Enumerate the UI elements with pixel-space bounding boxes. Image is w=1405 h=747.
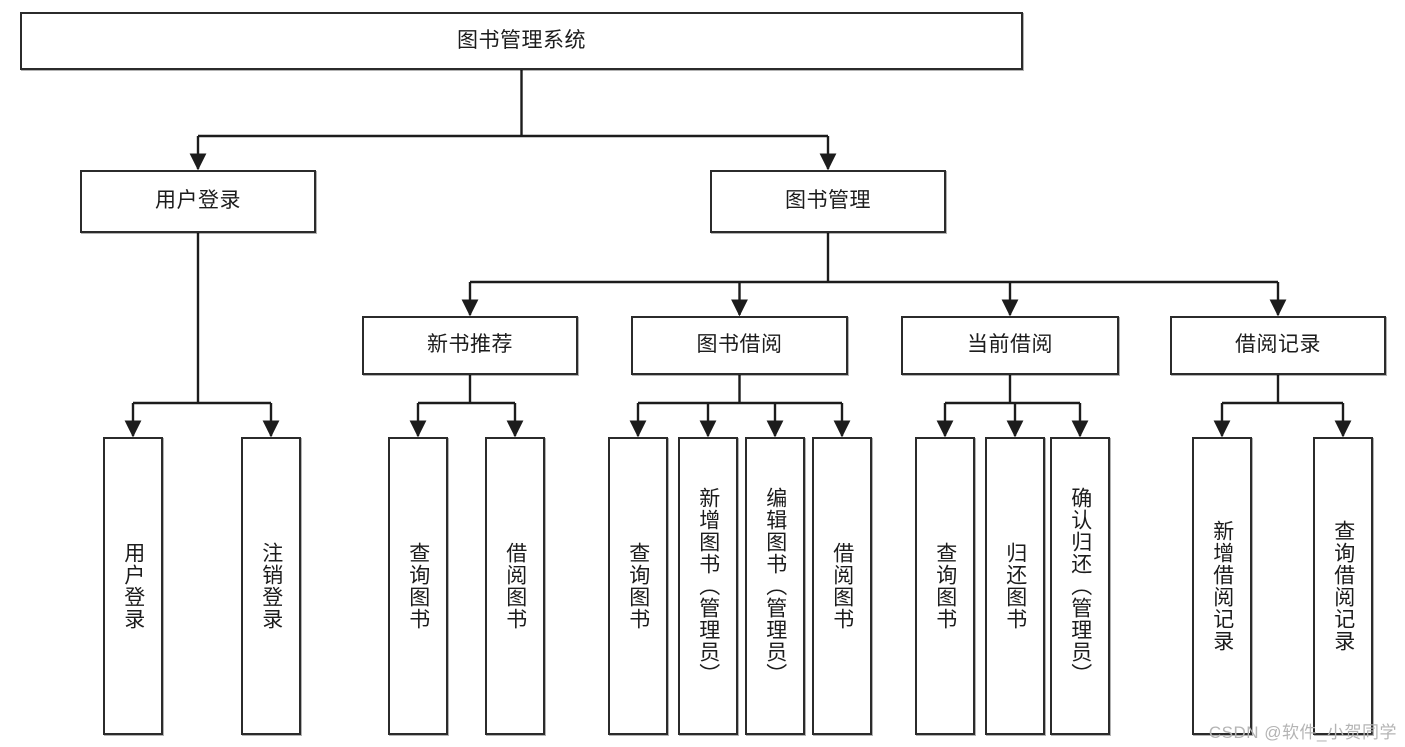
watermark-text: CSDN @软件_小贺同学 (1208, 723, 1397, 742)
node-leaf-qrec[interactable]: 查询借阅记录 (1313, 437, 1373, 735)
node-label: 图书管理 (785, 189, 871, 213)
node-leaf-logout[interactable]: 注销登录 (241, 437, 301, 735)
node-borrow-record[interactable]: 借阅记录 (1170, 316, 1386, 375)
node-label: 借阅记录 (1235, 333, 1321, 357)
node-leaf-q2[interactable]: 查询图书 (608, 437, 668, 735)
node-label: 注销登录 (259, 542, 283, 630)
node-label: 当前借阅 (967, 333, 1053, 357)
node-leaf-q1[interactable]: 查询图书 (388, 437, 448, 735)
node-label: 查询借阅记录 (1331, 520, 1355, 652)
node-leaf-confirm[interactable]: 确认归还（管理员） (1050, 437, 1110, 735)
node-label: 借阅图书 (503, 542, 527, 630)
node-label: 查询图书 (406, 542, 430, 630)
node-leaf-add[interactable]: 新增图书（管理员） (678, 437, 738, 735)
edge-paths (124, 70, 1352, 438)
node-label: 查询图书 (933, 542, 957, 630)
node-new-book-rec[interactable]: 新书推荐 (362, 316, 578, 375)
node-leaf-b2[interactable]: 借阅图书 (812, 437, 872, 735)
node-user-login[interactable]: 用户登录 (80, 170, 316, 233)
node-label: 用户登录 (155, 189, 241, 213)
node-leaf-login[interactable]: 用户登录 (103, 437, 163, 735)
node-label: 确认归还（管理员） (1068, 487, 1092, 685)
node-current-borrow[interactable]: 当前借阅 (901, 316, 1119, 375)
node-label: 图书借阅 (696, 333, 783, 357)
node-label: 图书管理系统 (457, 28, 586, 52)
node-label: 归还图书 (1003, 542, 1027, 630)
node-leaf-addrec[interactable]: 新增借阅记录 (1192, 437, 1252, 735)
node-label: 新书推荐 (427, 333, 513, 357)
node-leaf-return[interactable]: 归还图书 (985, 437, 1045, 735)
node-root[interactable]: 图书管理系统 (20, 12, 1023, 70)
node-leaf-edit[interactable]: 编辑图书（管理员） (745, 437, 805, 735)
node-label: 查询图书 (626, 542, 650, 630)
node-label: 借阅图书 (830, 542, 854, 630)
node-label: 编辑图书（管理员） (763, 487, 787, 685)
node-label: 新增借阅记录 (1210, 520, 1234, 652)
node-leaf-q3[interactable]: 查询图书 (915, 437, 975, 735)
node-book-borrow[interactable]: 图书借阅 (631, 316, 848, 375)
node-label: 用户登录 (121, 542, 145, 630)
node-label: 新增图书（管理员） (696, 487, 720, 685)
node-leaf-b1[interactable]: 借阅图书 (485, 437, 545, 735)
node-book-manage[interactable]: 图书管理 (710, 170, 946, 233)
